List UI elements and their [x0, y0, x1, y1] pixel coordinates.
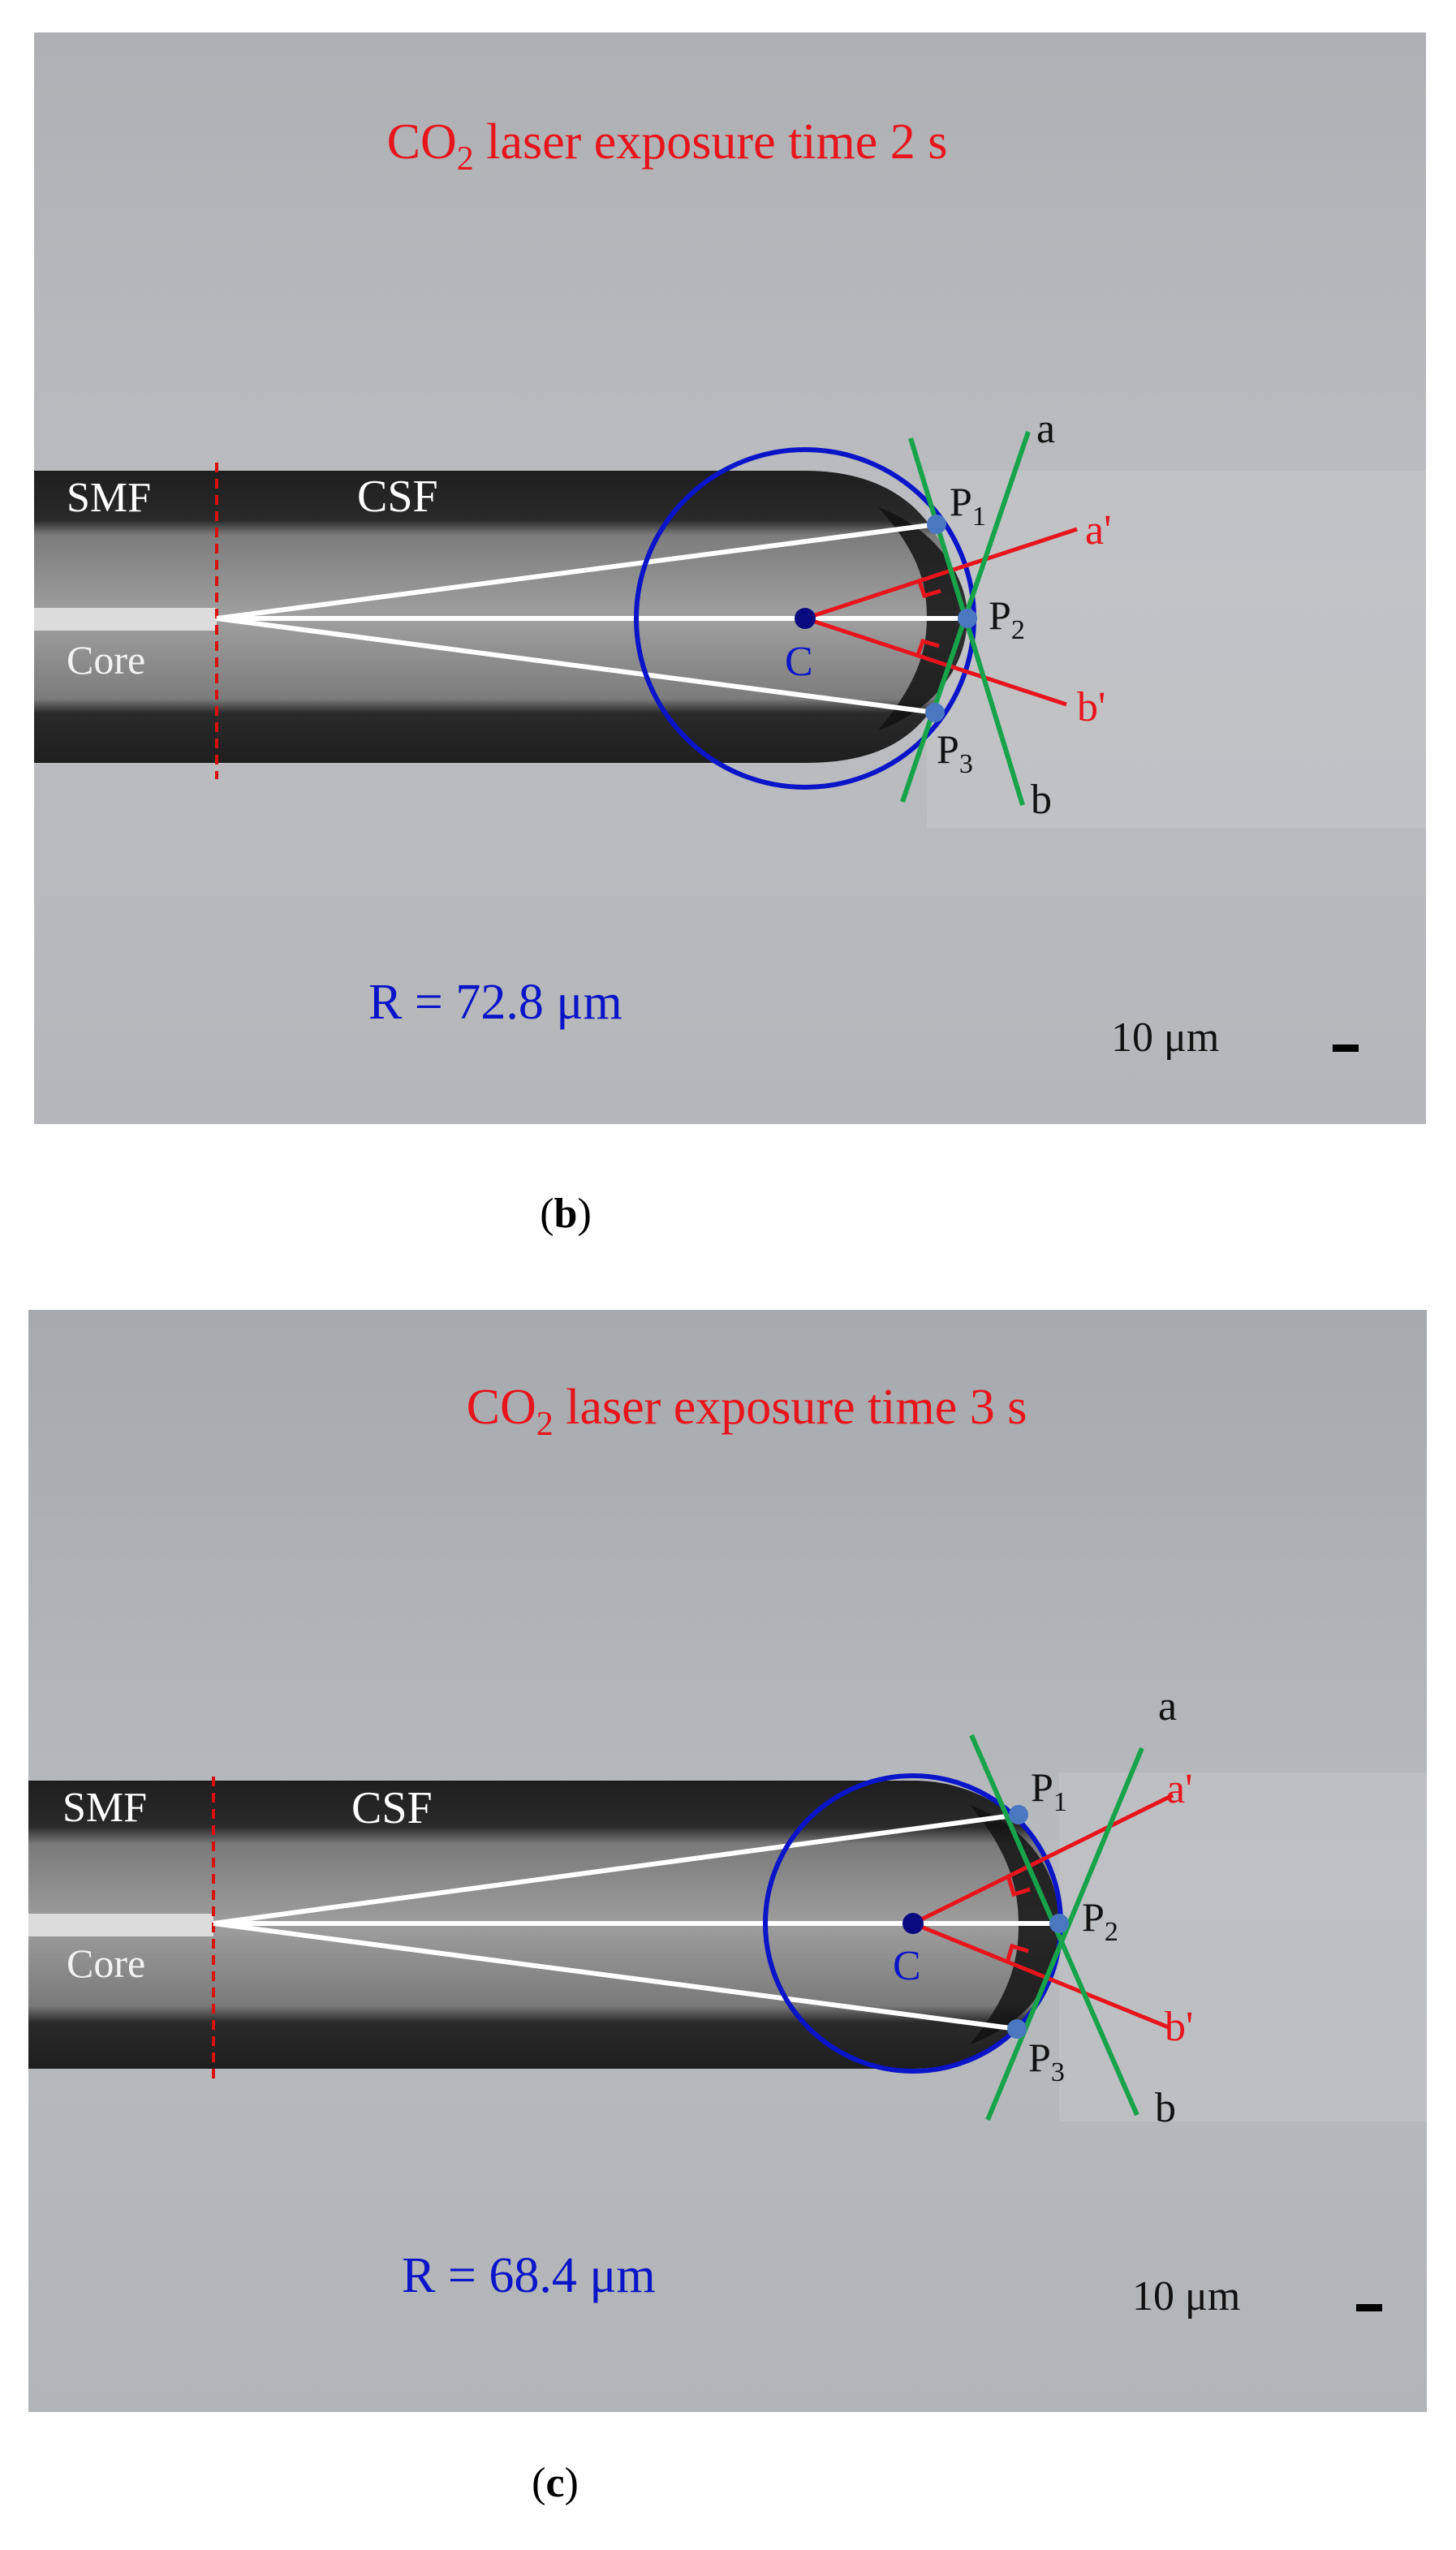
center-label: C: [785, 639, 813, 685]
csf-label: CSF: [351, 1783, 433, 1833]
p2-label: P2: [1082, 1894, 1118, 1947]
radius-label: R = 72.8 μm: [368, 975, 622, 1030]
p1-label: P1: [950, 479, 986, 532]
csf-label: CSF: [357, 472, 438, 522]
fiber-tip-dark: [970, 1805, 1059, 2044]
background-band: [927, 471, 1426, 828]
fiber-core: [28, 1914, 213, 1936]
point-p2: [1049, 1914, 1069, 1933]
right-angle-markers: [915, 579, 941, 658]
background-band: [1059, 1773, 1427, 2121]
micrograph-panel-b: CO2 laser exposure time 2 s SMF CSF Core…: [34, 32, 1426, 1124]
p3-label: P3: [937, 726, 973, 779]
red-normal-lines: [911, 1793, 1174, 2030]
p1-label: P1: [1031, 1764, 1067, 1817]
line-a-prime-label: a': [1085, 507, 1111, 554]
line-b-prime-label: b': [1165, 2004, 1193, 2050]
white-ray-lines: [216, 522, 967, 715]
right-angle-markers: [1005, 1877, 1031, 1963]
scale-bar: [1356, 2304, 1382, 2311]
line-b-prime-label: b': [1077, 684, 1105, 730]
point-p3: [925, 703, 945, 722]
point-p3: [1007, 2019, 1027, 2039]
line-a-label: a: [1158, 1683, 1177, 1729]
point-p1: [927, 515, 946, 534]
scale-label: 10 μm: [1132, 2273, 1240, 2320]
line-a-prime-label: a': [1166, 1766, 1192, 1812]
p3-label: P3: [1028, 2035, 1065, 2087]
scale-bar: [1333, 1045, 1359, 1052]
line-b-label: b: [1155, 2085, 1176, 2131]
core-label: Core: [67, 637, 145, 683]
smf-label: SMF: [62, 1785, 147, 1831]
point-p2: [958, 609, 977, 628]
caption-b: (b): [540, 1191, 592, 1237]
panel-title: CO2 laser exposure time 2 s: [387, 114, 948, 178]
center-label: C: [893, 1943, 921, 1989]
panel-title: CO2 laser exposure time 3 s: [467, 1380, 1027, 1443]
smf-label: SMF: [67, 475, 151, 521]
p2-label: P2: [989, 592, 1025, 645]
center-point-c: [795, 608, 816, 629]
micrograph-panel-c: CO2 laser exposure time 3 s SMF CSF Core…: [28, 1310, 1427, 2412]
radius-label: R = 68.4 μm: [402, 2248, 656, 2303]
red-normal-lines: [804, 527, 1078, 707]
fiber-core: [34, 608, 217, 631]
line-b-label: b: [1031, 777, 1052, 823]
caption-c: (c): [532, 2460, 579, 2506]
line-a-label: a: [1036, 406, 1055, 452]
point-p1: [1009, 1805, 1028, 1824]
scale-label: 10 μm: [1111, 1014, 1219, 1061]
core-label: Core: [67, 1940, 145, 1986]
center-point-c: [902, 1913, 924, 1934]
